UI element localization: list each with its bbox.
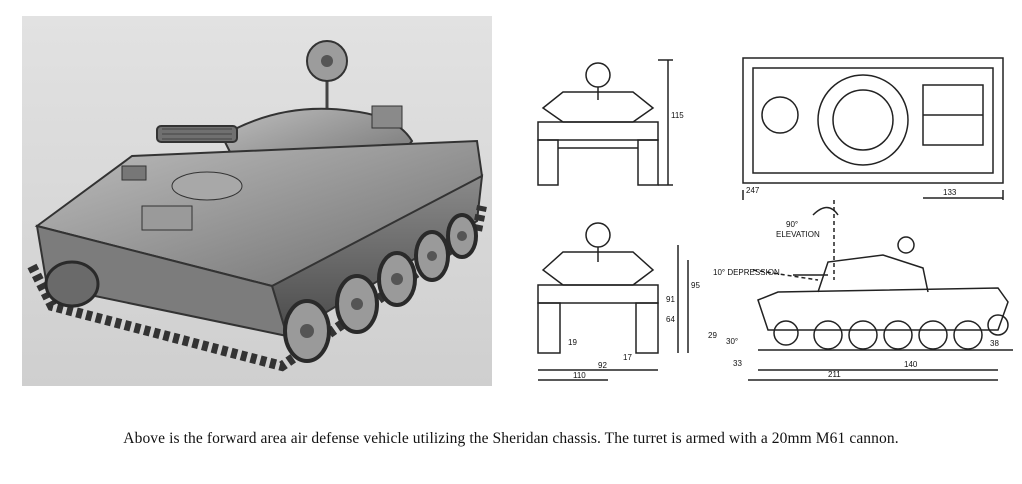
dim-29: 29 bbox=[708, 331, 717, 340]
dim-91: 91 bbox=[666, 295, 675, 304]
technical-drawings-svg: 115 247 133 95 91 64 19 29 17 92 110 33 … bbox=[537, 57, 1013, 381]
dim-38: 38 bbox=[990, 339, 999, 348]
dim-110: 110 bbox=[573, 371, 586, 380]
dim-angle-30: 30° bbox=[726, 337, 738, 346]
caption: Above is the forward area air defense ve… bbox=[123, 430, 899, 447]
vehicle-photo-drawing bbox=[22, 16, 492, 386]
dim-211: 211 bbox=[828, 370, 841, 379]
dim-height-front: 115 bbox=[671, 111, 684, 120]
dim-33: 33 bbox=[733, 359, 742, 368]
rear-view bbox=[537, 222, 689, 381]
top-view bbox=[742, 57, 1004, 200]
dim-17: 17 bbox=[623, 353, 632, 362]
vehicle-photo bbox=[22, 16, 492, 386]
dim-height-rear: 95 bbox=[691, 281, 700, 290]
dim-140: 140 bbox=[904, 360, 918, 369]
dim-width-top: 247 bbox=[746, 186, 760, 195]
dim-92: 92 bbox=[598, 361, 607, 370]
front-view bbox=[537, 59, 673, 186]
technical-drawings: 115 247 133 95 91 64 19 29 17 92 110 33 … bbox=[528, 30, 1018, 392]
depression-label: 10° DEPRESSION bbox=[713, 268, 780, 277]
side-view bbox=[748, 200, 1013, 381]
elevation-label: ELEVATION bbox=[776, 230, 820, 239]
elevation-angle: 90° bbox=[786, 220, 798, 229]
dim-64: 64 bbox=[666, 315, 675, 324]
dim-19: 19 bbox=[568, 338, 577, 347]
dim-length-top: 133 bbox=[943, 188, 957, 197]
